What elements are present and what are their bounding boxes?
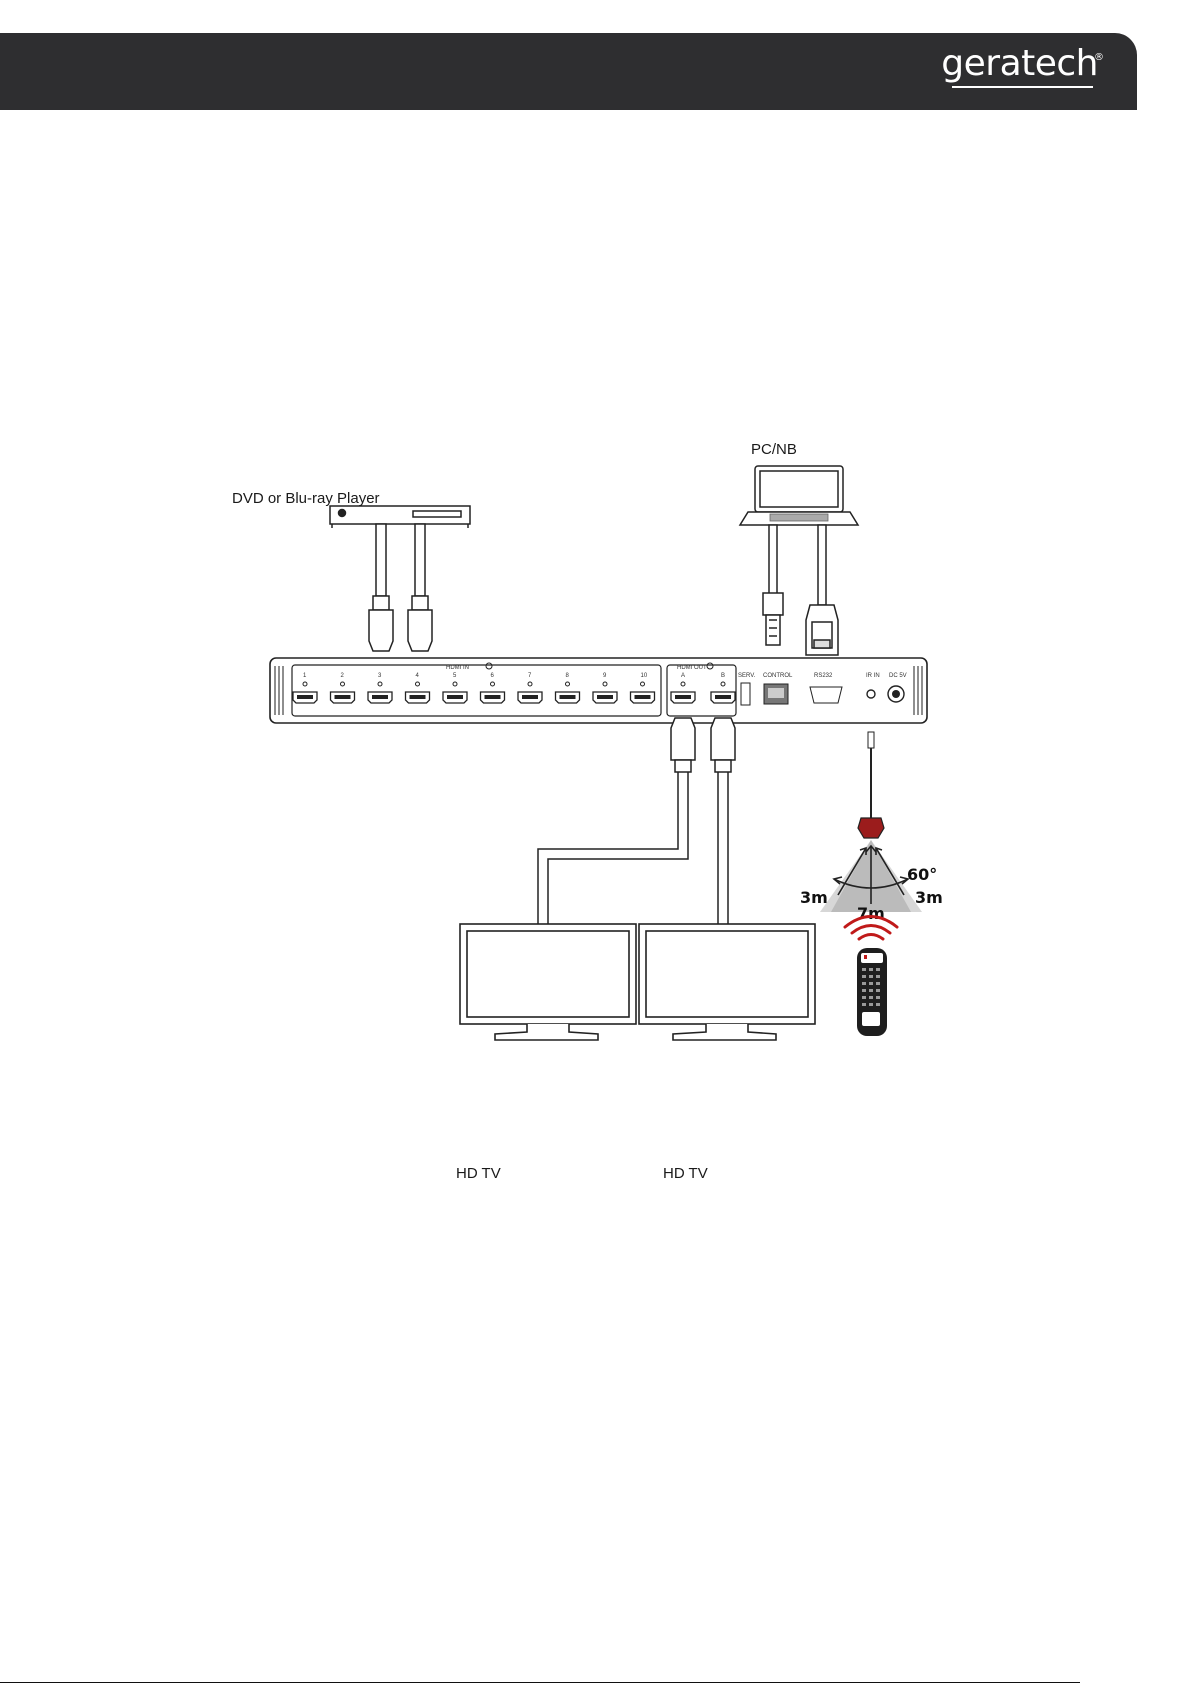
tv-b-label: HD TV bbox=[663, 1165, 708, 1182]
hdmi-input-port-led bbox=[378, 682, 382, 686]
hdmi-input-port-led bbox=[491, 682, 495, 686]
ir-angle-label: 60° bbox=[907, 865, 937, 884]
ir-center-range-label: 7m bbox=[857, 904, 885, 923]
hdmi-input-port-label: 10 bbox=[641, 673, 648, 679]
hdmi-input-port-led bbox=[566, 682, 570, 686]
hdmi-input-port-pins bbox=[410, 695, 426, 699]
hdmi-input-port-pins bbox=[522, 695, 538, 699]
hdmi-output-port-label: A bbox=[681, 673, 685, 679]
hdmi-input-port-led bbox=[453, 682, 457, 686]
hdmi-output-port-led bbox=[721, 682, 725, 686]
footer-rule bbox=[0, 1682, 1080, 1683]
hdmi-input-port-led bbox=[603, 682, 607, 686]
laptop-cables bbox=[763, 525, 838, 655]
hdmi-out-label: HDMI OUT bbox=[677, 665, 707, 671]
hdmi-input-port-pins bbox=[597, 695, 613, 699]
hdmi-input-port-led bbox=[341, 682, 345, 686]
hdmi-input-port-pins bbox=[447, 695, 463, 699]
ir-left-range-label: 3m bbox=[800, 888, 828, 907]
dvd-label: DVD or Blu-ray Player bbox=[232, 490, 380, 507]
remote-control-icon bbox=[857, 948, 887, 1036]
hdmi-input-port-pins bbox=[372, 695, 388, 699]
ir-in-label: IR IN bbox=[866, 673, 880, 679]
control-label: CONTROL bbox=[763, 673, 793, 679]
hdmi-input-port-led bbox=[641, 682, 645, 686]
hdmi-input-port-pins bbox=[560, 695, 576, 699]
dvd-player-icon bbox=[330, 506, 470, 528]
hdmi-input-port-led bbox=[528, 682, 532, 686]
rs232-label: RS232 bbox=[814, 673, 833, 679]
hdmi-output-port-pins bbox=[675, 695, 691, 699]
hdmi-output-port-label: B bbox=[721, 673, 725, 679]
hdmi-input-port-pins bbox=[335, 695, 351, 699]
output-cables bbox=[538, 718, 735, 925]
hdmi-output-port-pins bbox=[715, 695, 731, 699]
dc-label: DC 5V bbox=[889, 673, 907, 679]
hdmi-input-port-led bbox=[303, 682, 307, 686]
hdmi-input-port-pins bbox=[297, 695, 313, 699]
tv-b-icon bbox=[639, 924, 815, 1040]
tv-a-icon bbox=[460, 924, 636, 1040]
hdmi-input-port-led bbox=[416, 682, 420, 686]
hdmi-input-port-pins bbox=[635, 695, 651, 699]
hdmi-output-port-led bbox=[681, 682, 685, 686]
laptop-icon bbox=[740, 466, 858, 525]
ir-receiver-icon bbox=[858, 732, 884, 838]
tv-a-label: HD TV bbox=[456, 1165, 501, 1182]
pc-label: PC/NB bbox=[751, 441, 797, 458]
hdmi-input-port-pins bbox=[485, 695, 501, 699]
hdmi-in-label: HDMI IN bbox=[446, 665, 469, 671]
ir-right-range-label: 3m bbox=[915, 888, 943, 907]
serv-label: SERV. bbox=[738, 673, 756, 679]
dvd-cables bbox=[369, 524, 432, 651]
